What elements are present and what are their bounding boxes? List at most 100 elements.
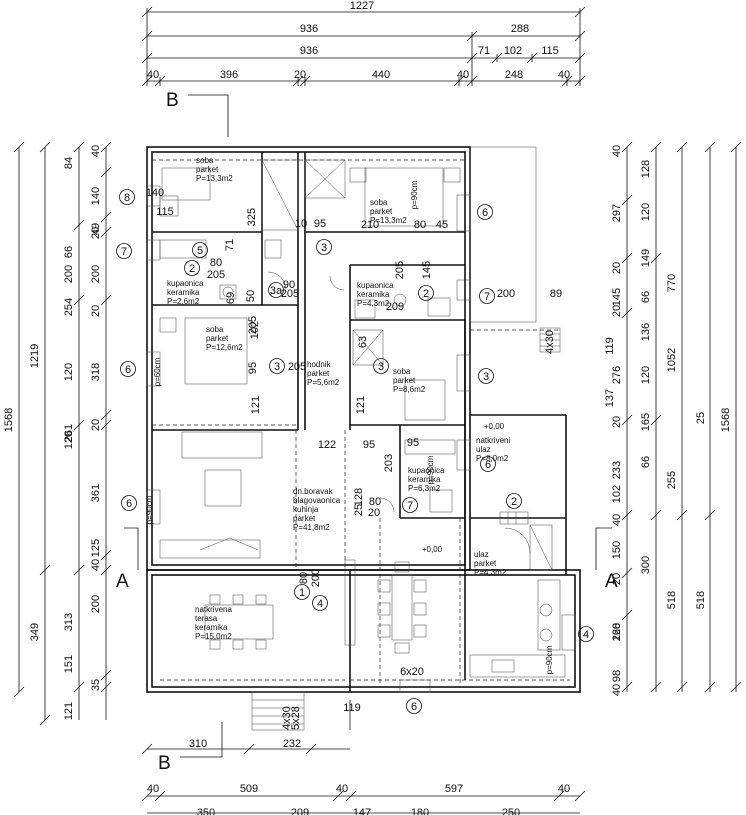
room-area: P=6,3m2: [408, 484, 441, 493]
dim-inner: 90: [283, 279, 295, 291]
dim-right-inner: 136: [640, 323, 652, 341]
dim-inner: 115: [156, 206, 174, 218]
dim-top-r2-1: 288: [511, 23, 529, 35]
dim-inner: 80: [298, 572, 310, 584]
dim-inner: 25: [353, 504, 365, 516]
dim-left-inner: 35: [90, 679, 102, 691]
room-floor: parket: [196, 165, 219, 174]
dim-inner: 200: [310, 569, 322, 587]
dim-left-inner: 40: [90, 559, 102, 571]
room-floor: keramika: [408, 475, 441, 484]
dim-inner: 205: [247, 316, 259, 334]
marker-circle: [316, 239, 332, 255]
marker-number: 3: [321, 242, 327, 254]
marker-circle: [418, 285, 434, 301]
marker-circle: [578, 626, 594, 642]
room-floor: parket: [293, 514, 316, 523]
room-name: soba: [370, 198, 388, 207]
marker-number: 4: [317, 598, 323, 610]
section-mark-b-top: B: [166, 90, 179, 111]
room-area: P=41,8m2: [293, 523, 330, 532]
marker-circle: [312, 595, 328, 611]
dim-left-inner: 20: [90, 227, 102, 239]
marker-circle: [480, 456, 496, 472]
marker-number: 3: [483, 371, 489, 383]
dim-inner: 5x28: [290, 706, 302, 730]
marker-number: 6: [126, 498, 132, 510]
level-label: +0,00: [422, 545, 443, 554]
dim-inner: 63: [357, 336, 369, 348]
marker-number: 2: [423, 288, 429, 300]
room-area: P=4,3m2: [357, 299, 390, 308]
marker-number: 3a: [270, 285, 283, 297]
room-floor: parket: [393, 376, 416, 385]
dim-inner: 145: [421, 261, 433, 279]
dim-inner: p=90cm: [145, 495, 154, 524]
marker-circle: [406, 698, 422, 714]
room-area: P=13,3m2: [370, 216, 407, 225]
dim-left-inner: 125: [90, 539, 102, 557]
dim-inner: 205: [394, 261, 406, 279]
room-area: P=13,3m2: [196, 174, 233, 183]
dim-left-outer: 1568: [3, 408, 15, 432]
dim-top-r3-3: 115: [541, 45, 559, 57]
marker-number: 4: [583, 629, 589, 641]
room-name: kupaonica: [357, 281, 394, 290]
dim-left-inner: 121: [63, 702, 75, 720]
dim-inner: p=90cm: [410, 180, 419, 209]
dim-inner: 121: [250, 396, 262, 414]
marker-circle: [373, 358, 389, 374]
dim-right-inner: 20: [611, 305, 623, 317]
dim-inner: 50: [245, 290, 257, 302]
dim-left-inner: 20: [90, 305, 102, 317]
dim-inner: 200: [497, 288, 515, 300]
dim-right-inner: 66: [640, 456, 652, 468]
dim-right-inner: 98: [611, 670, 623, 682]
dim-bottom-r3: 209: [291, 807, 309, 815]
dim-inner: 128: [353, 488, 365, 506]
dim-inner: 137: [604, 389, 616, 407]
marker-number: 1: [299, 587, 305, 599]
dim-inner: 69: [225, 292, 237, 304]
dim-bottom-r2: 40: [147, 783, 159, 795]
section-mark-b-bottom: B: [158, 753, 171, 774]
marker-number: 3: [378, 361, 384, 373]
dim-bottom-r1: 232: [283, 738, 301, 750]
dim-inner: 95: [247, 362, 259, 374]
room-name: soba: [393, 367, 411, 376]
room-floor: ulaz: [476, 445, 491, 454]
dim-left-inner: 140: [90, 187, 102, 205]
room-area: P=15,0m2: [195, 632, 232, 641]
dim-bottom-r2: 40: [558, 783, 570, 795]
marker-number: 3: [274, 361, 280, 373]
dim-left-inner: 40: [90, 145, 102, 157]
marker-circle: [120, 361, 136, 377]
room-floor: keramika: [195, 623, 228, 632]
dim-inner: 122: [318, 439, 336, 451]
dim-right-inner: 20: [611, 262, 623, 274]
room-area: P=12,6m2: [206, 343, 243, 352]
room-area: P=4,3m2: [474, 568, 507, 577]
dim-top-r3-2: 102: [504, 45, 522, 57]
dim-top-r3-0: 936: [300, 45, 318, 57]
marker-number: 6: [411, 701, 417, 713]
dim-top-r4-5: 248: [505, 69, 523, 81]
dim-inner: 45: [436, 219, 448, 231]
dim-right-middle: 25: [695, 412, 707, 424]
dim-top-r4-0: 40: [147, 69, 159, 81]
dim-inner: 121: [355, 396, 367, 414]
room-area: P=2,6m2: [167, 297, 200, 306]
room-name: soba: [206, 325, 224, 334]
marker-circle: [478, 368, 494, 384]
dim-bottom-r1: 310: [189, 738, 207, 750]
dim-right-inner: 40: [611, 684, 623, 696]
marker-number: 8: [124, 192, 130, 204]
room-name: ulaz: [474, 550, 489, 559]
dim-inner: 205: [288, 361, 306, 373]
marker-number: 7: [121, 246, 127, 258]
room-name: natkrivena: [195, 605, 232, 614]
room-floor: parket: [474, 559, 497, 568]
marker-number: 6: [482, 207, 488, 219]
